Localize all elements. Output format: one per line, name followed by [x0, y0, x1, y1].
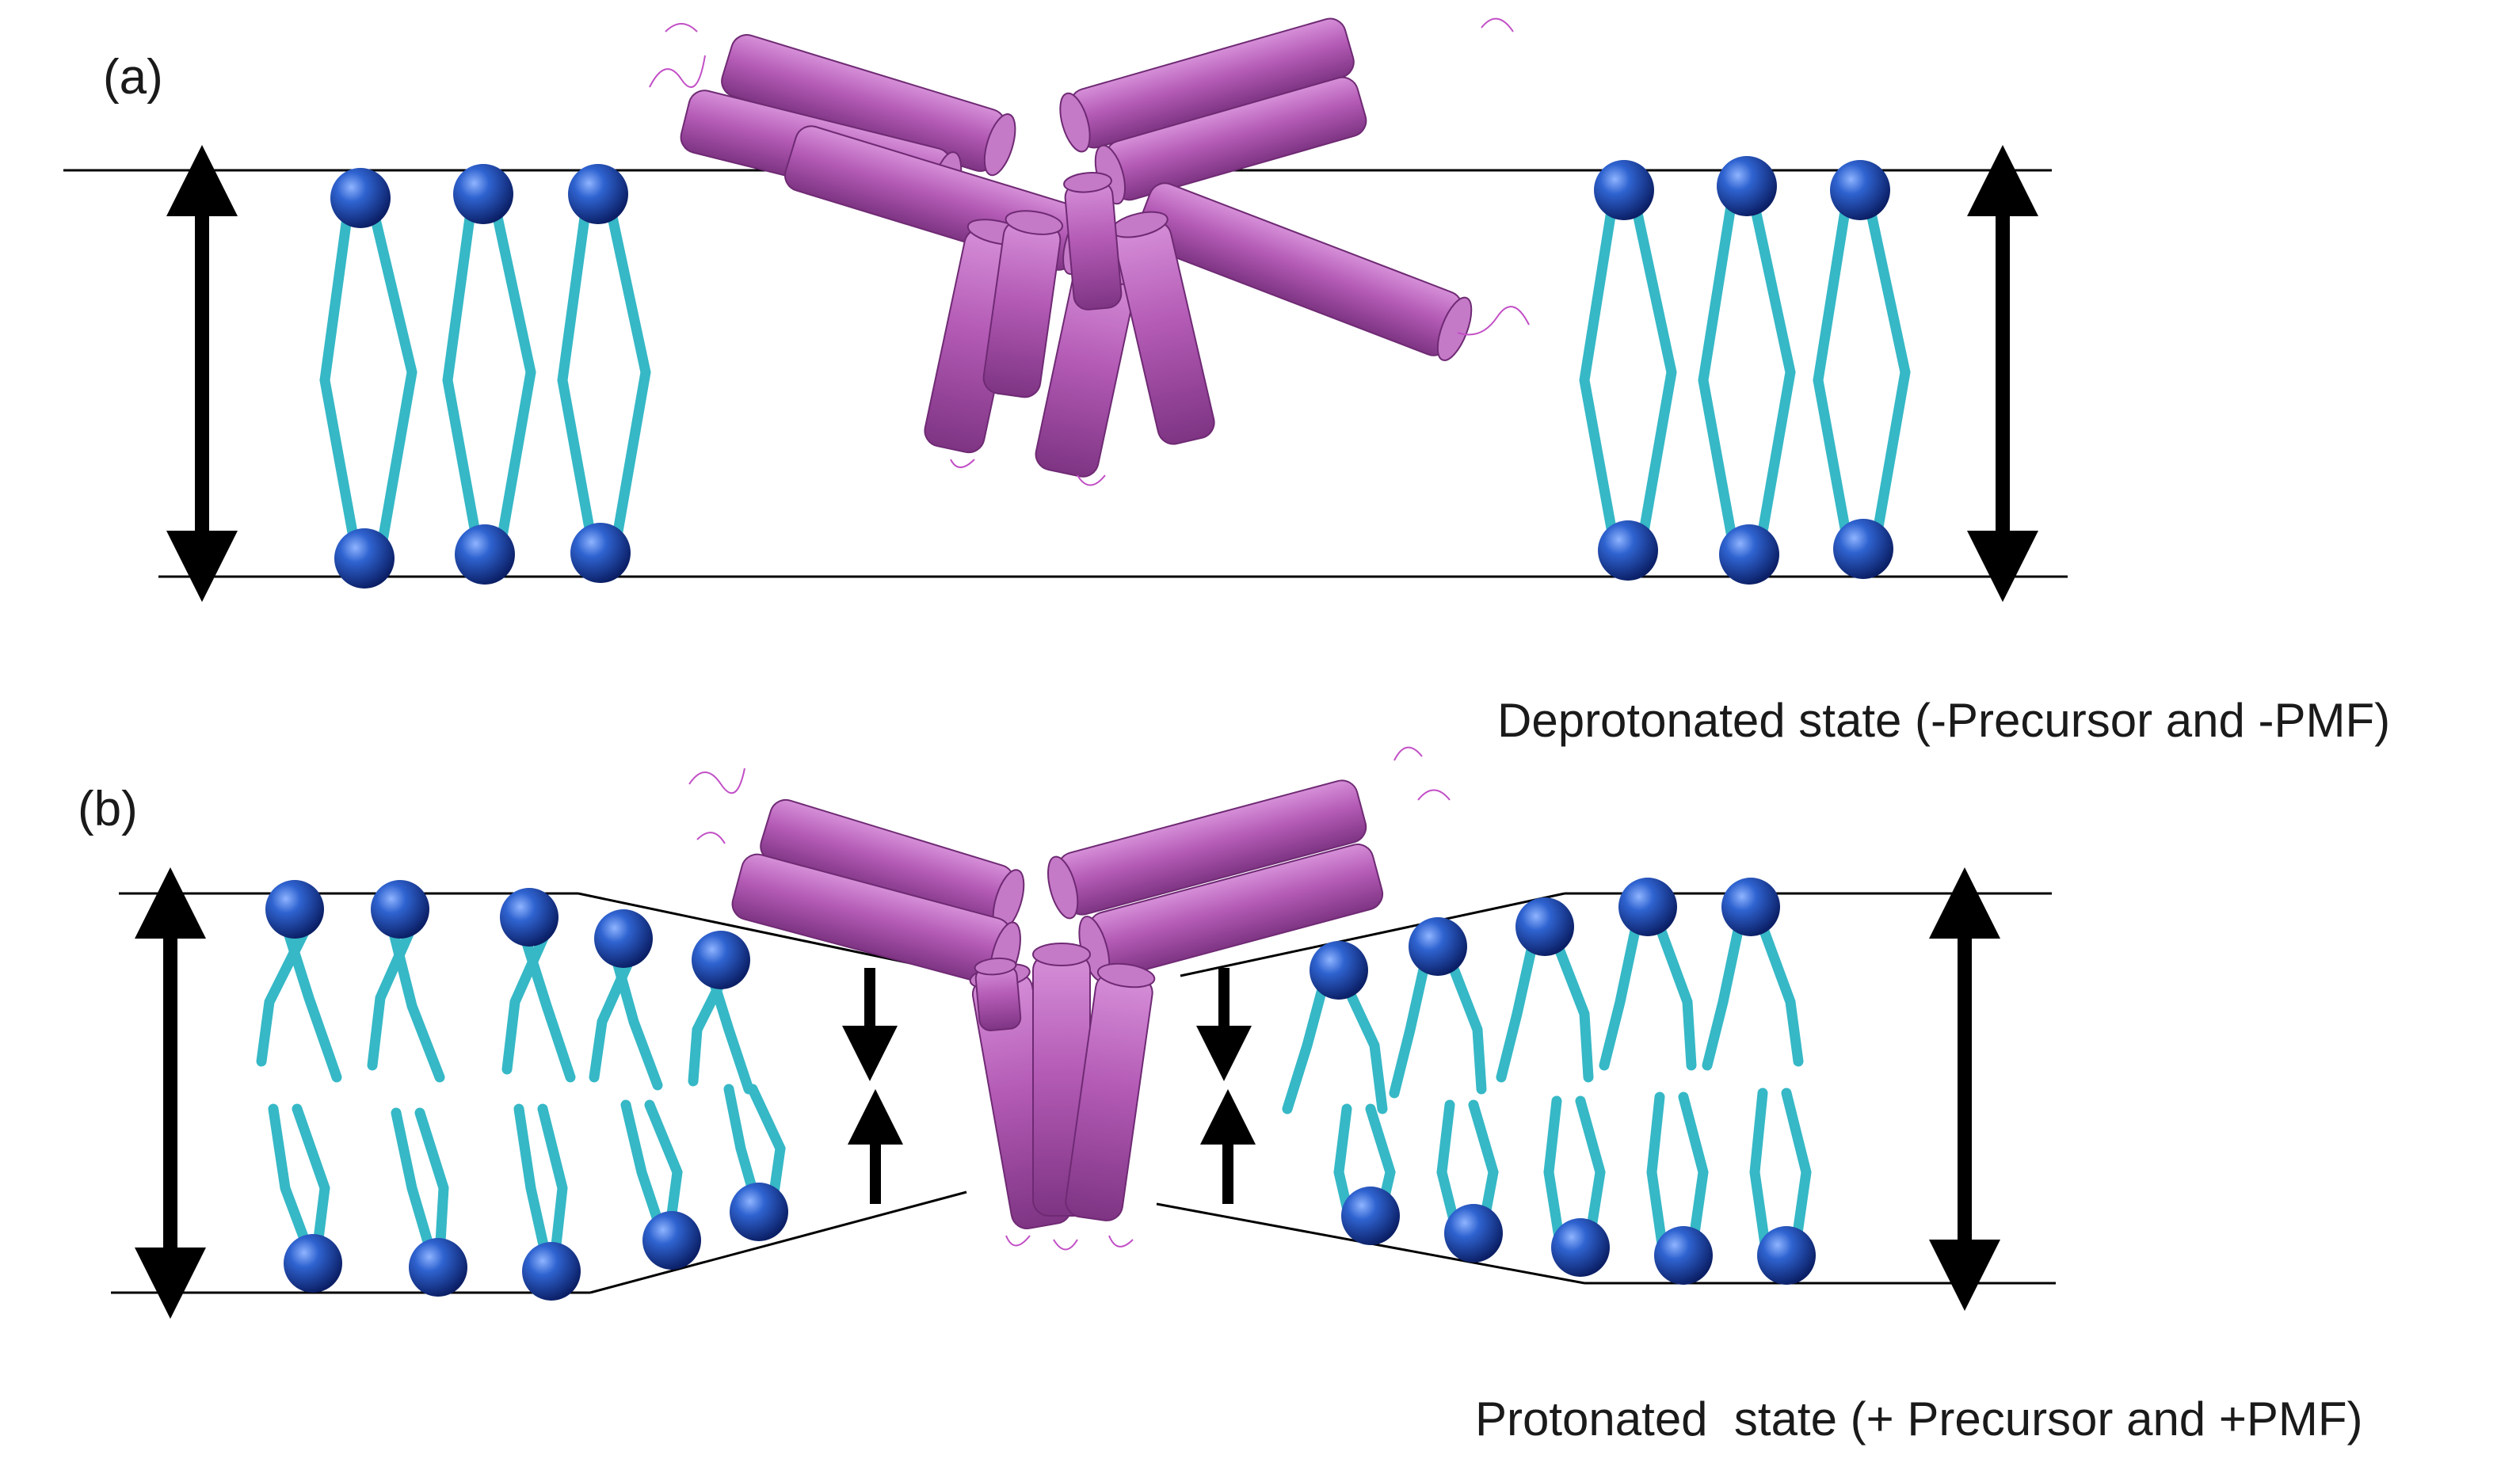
panel-b-lipid-heads [265, 878, 1816, 1301]
panel-a-caption: Deprotonated state (-Precursor and -PMF) [1497, 694, 2390, 747]
panel-b-bottom-slope-left [589, 1190, 967, 1294]
panel-a-lipids-left [319, 200, 651, 560]
panel-a: (a) [63, 17, 2068, 602]
panel-b-top-slope-right [1180, 892, 1565, 977]
panel-b-lipids-left [256, 917, 786, 1265]
panel-b-caption: Protonated state (+ Precursor and +PMF) [1475, 1392, 2363, 1446]
panel-a-protein-loops [649, 17, 1530, 486]
panel-b-protein [731, 779, 1384, 1229]
panel-b: (b) [78, 746, 2056, 1319]
panel-a-label: (a) [103, 50, 163, 105]
panel-a-protein [680, 17, 1473, 478]
panel-a-lipid-heads [330, 156, 1893, 589]
panel-b-protein-loops [688, 746, 1451, 1251]
panel-b-label: (b) [78, 782, 138, 836]
panel-a-lipids-right [1579, 200, 1911, 560]
